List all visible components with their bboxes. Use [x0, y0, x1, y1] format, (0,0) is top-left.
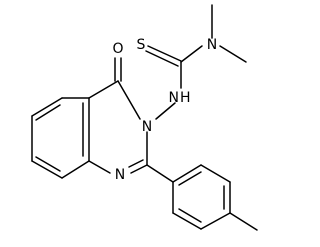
bond-n1-c8a: [88, 160, 111, 174]
bond-ar3: [200, 212, 231, 230]
bond-ar2-inner: [178, 208, 202, 223]
atom-label-s: S: [137, 37, 146, 53]
bond-c2-cipso: [146, 164, 174, 183]
bond-ar6-inner: [178, 171, 202, 186]
bond-c8-c7-inner: [35, 156, 61, 172]
structure-svg: S N O N H N N: [31, 4, 258, 231]
atom-label-n-hydrazide: N: [169, 90, 179, 106]
bond-c-s-1: [147, 45, 182, 62]
atom-labels: S N O N H N N: [112, 37, 217, 183]
bond-c2-n1-1: [130, 164, 148, 174]
bond-c4-n3: [117, 80, 141, 120]
atom-label-n3: N: [142, 119, 152, 135]
quinazolinone-core: [88, 57, 148, 174]
bond-c8a-c8: [61, 160, 90, 179]
bond-c2-n1-2: [128, 159, 144, 168]
atom-label-o: O: [112, 41, 123, 57]
bond-ar6: [172, 164, 202, 183]
tolyl-ring: [146, 164, 258, 231]
thiourea-group: [145, 4, 247, 120]
bond-ar-methyl: [229, 212, 258, 231]
bond-c-namine: [180, 45, 203, 63]
atom-label-h: H: [180, 90, 191, 106]
bond-c-s-2: [145, 50, 179, 67]
fused-benzene-ring: [31, 97, 90, 179]
bond-c4a-c4: [88, 80, 119, 99]
bond-c6-c5: [31, 97, 63, 117]
bond-ar2: [172, 212, 202, 230]
bond-c6-c5-inner: [35, 104, 61, 121]
bond-nh-n3: [155, 102, 176, 120]
molecule-diagram: S N O N H N N: [31, 4, 258, 231]
atom-label-n1: N: [115, 167, 125, 183]
atom-label-n-amine: N: [207, 37, 217, 53]
bond-ar5: [200, 164, 231, 183]
bond-n-methyl-right: [219, 45, 247, 63]
bond-c8-c7: [31, 160, 63, 179]
